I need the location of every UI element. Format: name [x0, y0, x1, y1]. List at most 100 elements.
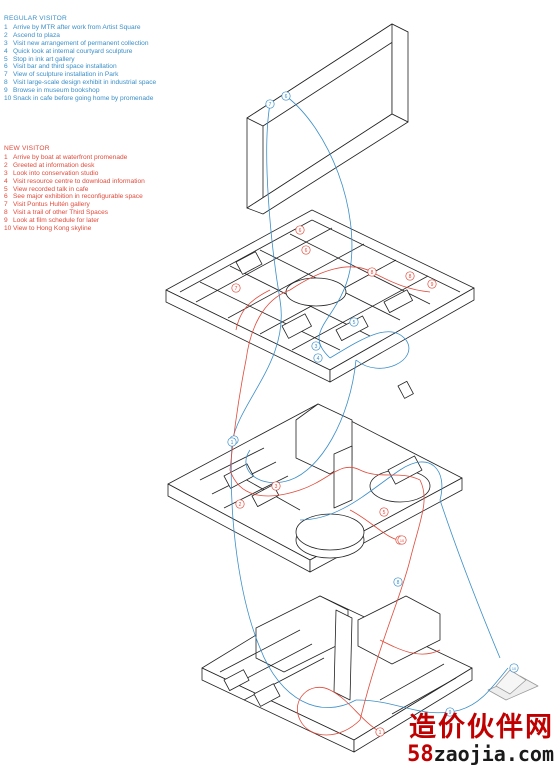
regular-step-4: 4 Quick look at internal courtyard sculpt… [4, 48, 156, 56]
new-step-text: Look at film schedule for later [13, 217, 100, 225]
regular-step-5: 5 Stop in ink art gallery [4, 56, 156, 64]
regular-marker-label: 8 [397, 580, 400, 586]
regular-step-text: View of sculpture installation in Park [13, 71, 119, 79]
new-visitor-heading: NEW VISITOR [4, 145, 50, 152]
regular-marker-circle [349, 317, 359, 327]
regular-step-text: Ascend to plaza [13, 31, 60, 39]
regular-visitor-heading: REGULAR VISITOR [4, 15, 67, 22]
new-markers: 6887623451019 [231, 225, 437, 737]
new-visitor-path [229, 266, 441, 736]
new-step-text: Visit a trail of other Third Spaces [13, 209, 109, 217]
regular-marker-label: 4 [317, 356, 320, 362]
new-marker-circle [295, 225, 305, 235]
new-step-number: 9 [4, 217, 8, 225]
regular-step-text: Arrive by MTR after work from Artist Squ… [13, 23, 141, 31]
regular-step-number: 6 [4, 63, 8, 71]
watermark: 造价伙伴网 58zaojia.com [407, 713, 554, 766]
new-marker-label: 8 [371, 270, 374, 276]
regular-marker-label: 1 [231, 440, 234, 446]
regular-marker-circle [265, 99, 275, 109]
new-step-number: 6 [4, 193, 8, 201]
new-marker-circle [375, 727, 385, 737]
new-step-text: Visit Pontus Hultén gallery [13, 201, 90, 209]
skyline-icon [487, 669, 539, 701]
regular-step-7: 7 View of sculpture installation in Park [4, 71, 156, 79]
top-wall-block [246, 23, 409, 215]
new-step-number: 10 [4, 225, 12, 233]
regular-markers: 7 6 3 5 4 2 1 10 9 8 [227, 91, 519, 717]
regular-step-text: Quick look at internal courtyard sculptu… [13, 47, 133, 55]
regular-marker-circle [445, 707, 455, 717]
regular-step-number: 5 [4, 55, 8, 63]
new-marker-circle [379, 507, 389, 517]
regular-step-number: 10 [4, 95, 12, 103]
regular-marker-circle [281, 91, 291, 101]
middle-floor-plate [167, 380, 463, 573]
regular-step-text: Browse in museum bookshop [13, 87, 100, 95]
new-step-8: 8 Visit a trail of other Third Spaces [4, 209, 145, 217]
new-step-text: Look into conservation studio [13, 169, 99, 177]
regular-marker-label: 7 [269, 102, 272, 108]
new-marker-circle [397, 535, 407, 545]
new-marker-label: 1 [379, 730, 382, 736]
regular-step-3: 3 Visit new arrangement of permanent coll… [4, 40, 156, 48]
new-step-text: Greeted at information desk [13, 161, 95, 169]
regular-marker-circle [311, 341, 321, 351]
new-marker-circle [405, 271, 415, 281]
new-marker-label: 8 [409, 274, 412, 280]
new-marker-label: 2 [239, 502, 242, 508]
regular-step-text: Visit large-scale design exhibit in indu… [13, 79, 157, 87]
new-step-number: 4 [4, 177, 8, 185]
regular-marker-circle [509, 663, 519, 673]
new-step-number: 3 [4, 169, 8, 177]
regular-marker-label: 3 [315, 344, 318, 350]
new-step-text: View recorded talk in cafe [13, 185, 89, 193]
regular-step-number: 3 [4, 39, 8, 47]
lower-floor-plate [201, 595, 473, 753]
new-step-5: 5 View recorded talk in cafe [4, 186, 145, 194]
regular-step-text: Snack in cafe before going home by prome… [13, 95, 154, 103]
regular-step-text: Visit new arrangement of permanent colle… [13, 39, 149, 47]
new-step-9: 9 Look at film schedule for later [4, 217, 145, 225]
regular-marker-label: 10 [512, 667, 516, 671]
new-marker-circle [427, 279, 437, 289]
new-step-text: Visit resource centre to download inform… [13, 177, 145, 185]
new-marker-label: 5 [383, 510, 386, 516]
new-step-6: 6 See major exhibition in reconfigurable … [4, 193, 145, 201]
regular-marker-circle [313, 353, 323, 363]
new-marker-label: 9 [431, 282, 434, 288]
new-step-3: 3 Look into conservation studio [4, 170, 145, 178]
new-marker-circle [301, 245, 311, 255]
regular-marker-label: 9 [449, 710, 452, 716]
new-marker-label: 3 [275, 484, 278, 490]
new-marker-circle [367, 267, 377, 277]
new-marker-label: 6 [299, 228, 302, 234]
new-step-text: View to Hong Kong skyline [13, 225, 92, 233]
regular-step-text: Stop in ink art gallery [13, 55, 75, 63]
new-step-text: See major exhibition in reconfigurable s… [13, 193, 143, 201]
watermark-url: 58zaojia.com [407, 743, 554, 766]
new-marker-label: 10 [400, 539, 404, 543]
regular-marker-circle [227, 437, 237, 447]
regular-step-number: 4 [4, 47, 8, 55]
regular-marker-label: 5 [353, 320, 356, 326]
new-step-number: 8 [4, 209, 8, 217]
regular-step-8: 8 Visit large-scale design exhibit in ind… [4, 79, 156, 87]
regular-step-number: 8 [4, 79, 8, 87]
new-marker-circle [271, 481, 281, 491]
regular-step-number: 7 [4, 71, 8, 79]
new-step-number: 7 [4, 201, 8, 209]
new-step-number: 5 [4, 185, 8, 193]
